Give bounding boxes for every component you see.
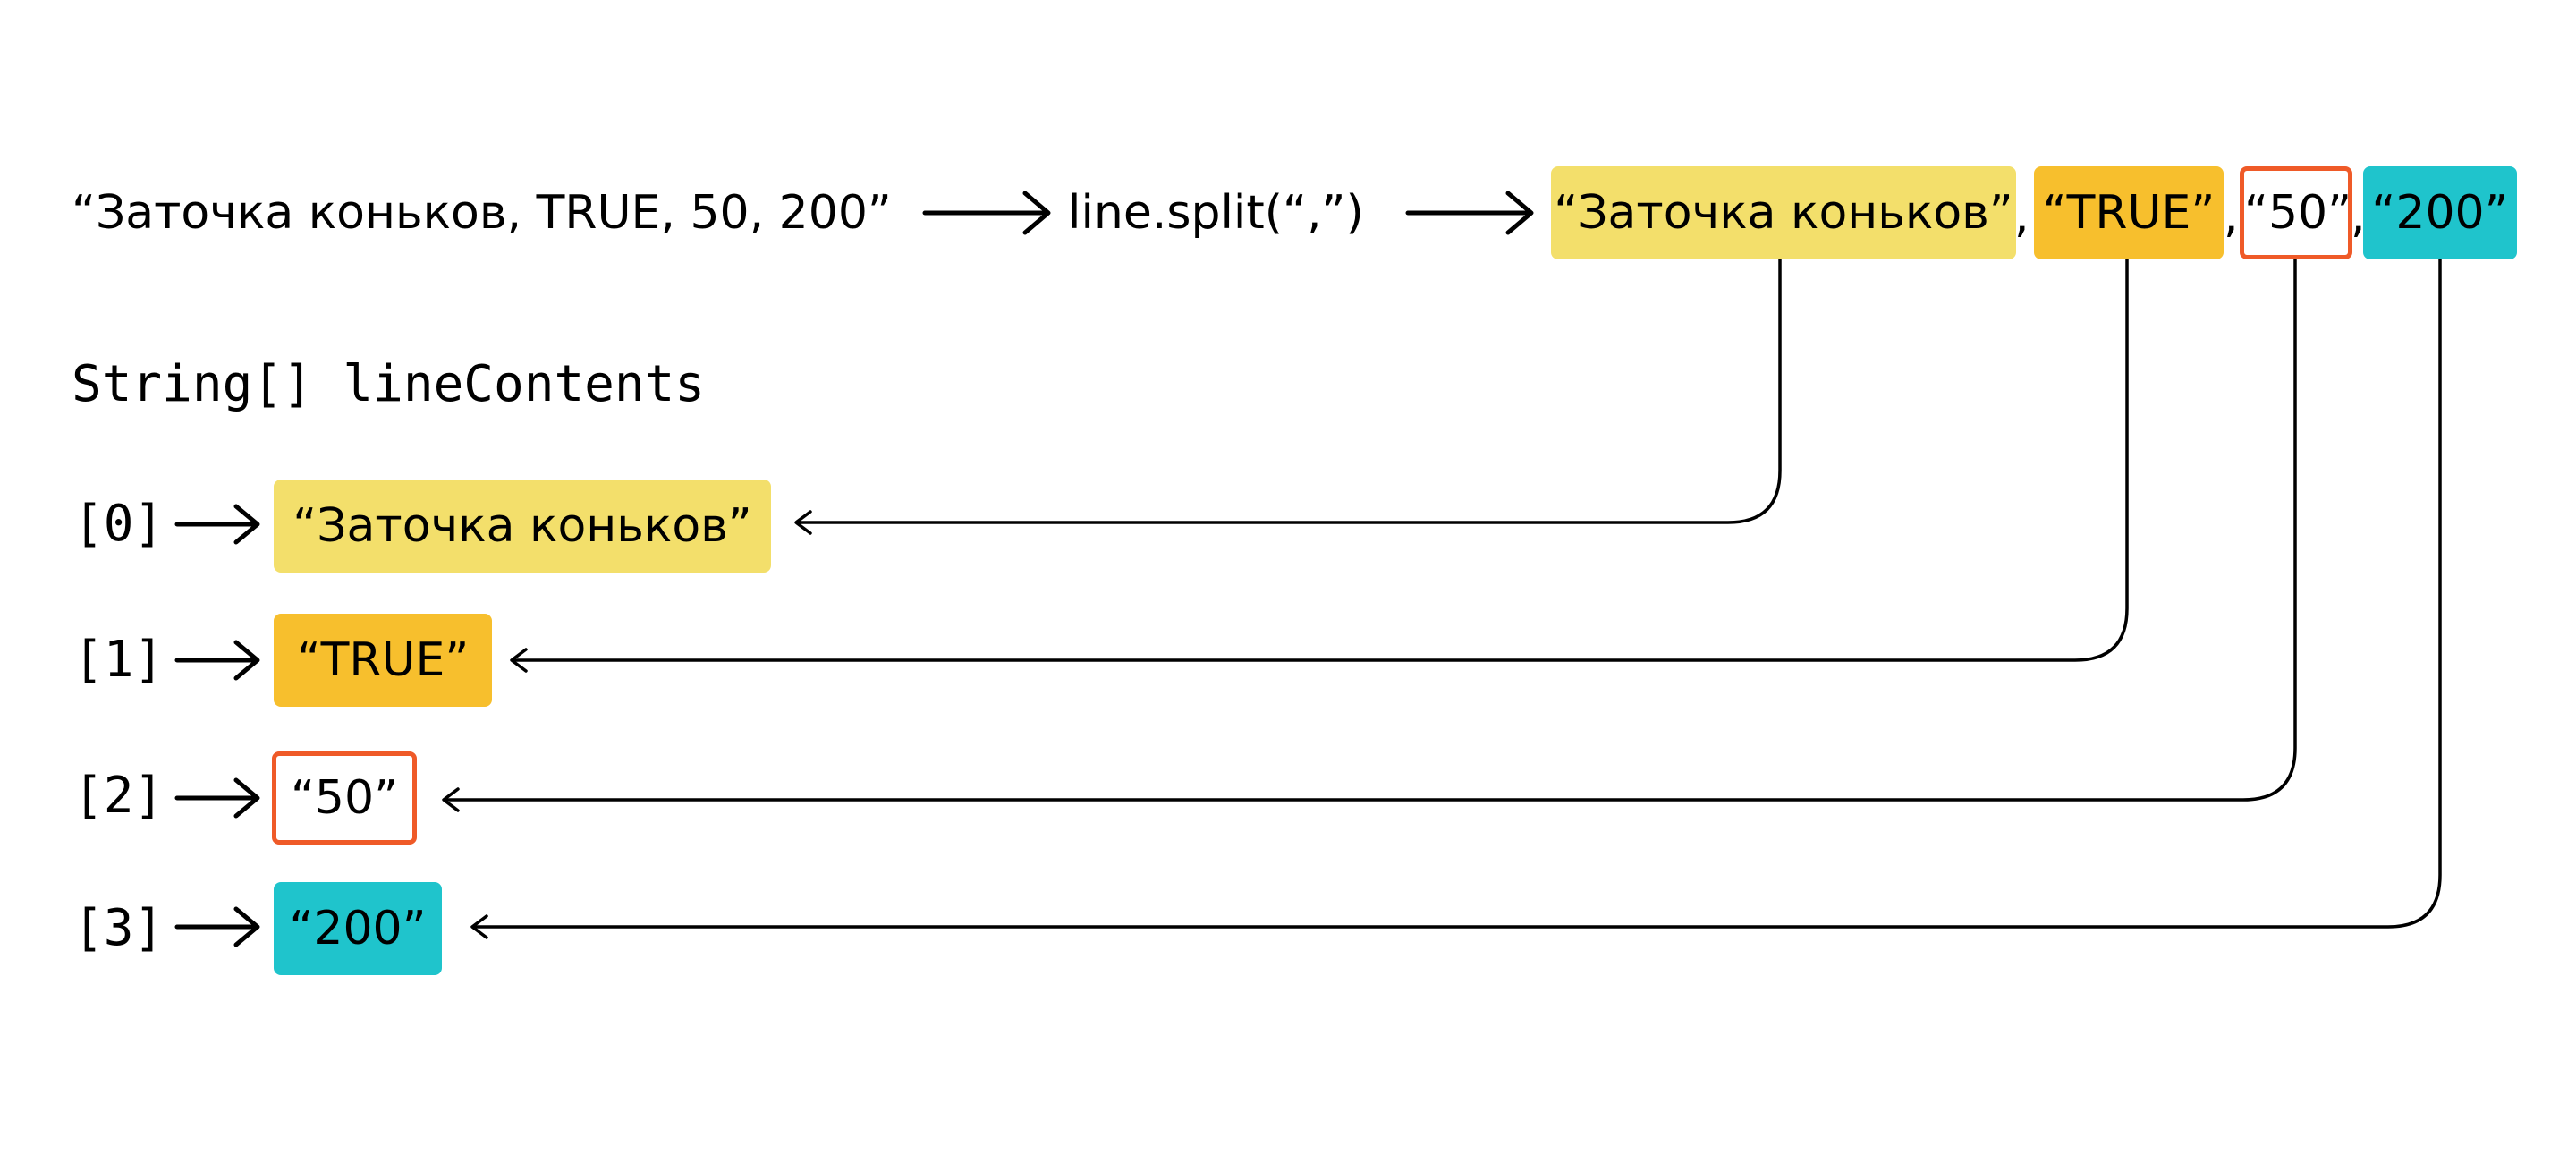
result-part-2: “50” <box>2240 166 2352 259</box>
index-arrow-0 <box>174 504 260 545</box>
connector-1 <box>510 258 2129 673</box>
result-separator-0: , <box>2014 190 2029 243</box>
result-part-3: “200” <box>2363 166 2517 259</box>
arrow-split-to-result <box>1405 191 1534 235</box>
result-part-1: “TRUE” <box>2034 166 2224 259</box>
array-element-1: “TRUE” <box>274 614 492 707</box>
array-index-3: [3] <box>73 899 165 957</box>
index-arrow-2 <box>174 777 260 819</box>
array-index-1: [1] <box>73 631 165 689</box>
connector-3 <box>470 258 2442 939</box>
array-element-0: “Заточка коньков” <box>274 480 771 573</box>
arrow-input-to-split <box>922 191 1051 235</box>
result-part-0: “Заточка коньков” <box>1551 166 2016 259</box>
split-method-call: line.split(“,”) <box>1068 186 1364 240</box>
index-arrow-3 <box>174 906 260 947</box>
connector-2 <box>442 258 2297 812</box>
array-element-2: “50” <box>272 751 417 845</box>
array-element-3: “200” <box>274 882 442 975</box>
result-separator-2: , <box>2351 190 2366 243</box>
connector-0 <box>794 258 1782 535</box>
index-arrow-1 <box>174 640 260 681</box>
array-declaration: String[] lineContents <box>72 355 706 413</box>
array-index-2: [2] <box>73 767 165 825</box>
array-index-0: [0] <box>73 495 165 553</box>
result-separator-1: , <box>2224 190 2239 243</box>
input-string: “Заточка коньков, TRUE, 50, 200” <box>72 186 892 240</box>
